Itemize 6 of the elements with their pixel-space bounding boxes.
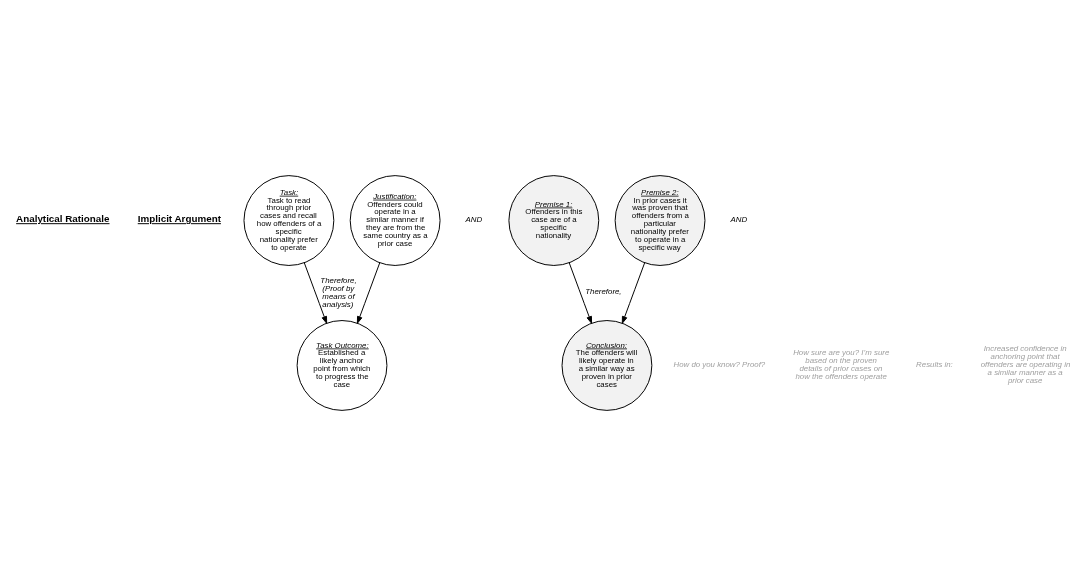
arrow — [303, 262, 328, 324]
arrow — [568, 262, 593, 324]
label: Analytical Rationale — [16, 213, 110, 225]
arrow — [356, 262, 381, 324]
arrow — [621, 262, 646, 324]
label: Implicit Argument — [137, 213, 221, 225]
